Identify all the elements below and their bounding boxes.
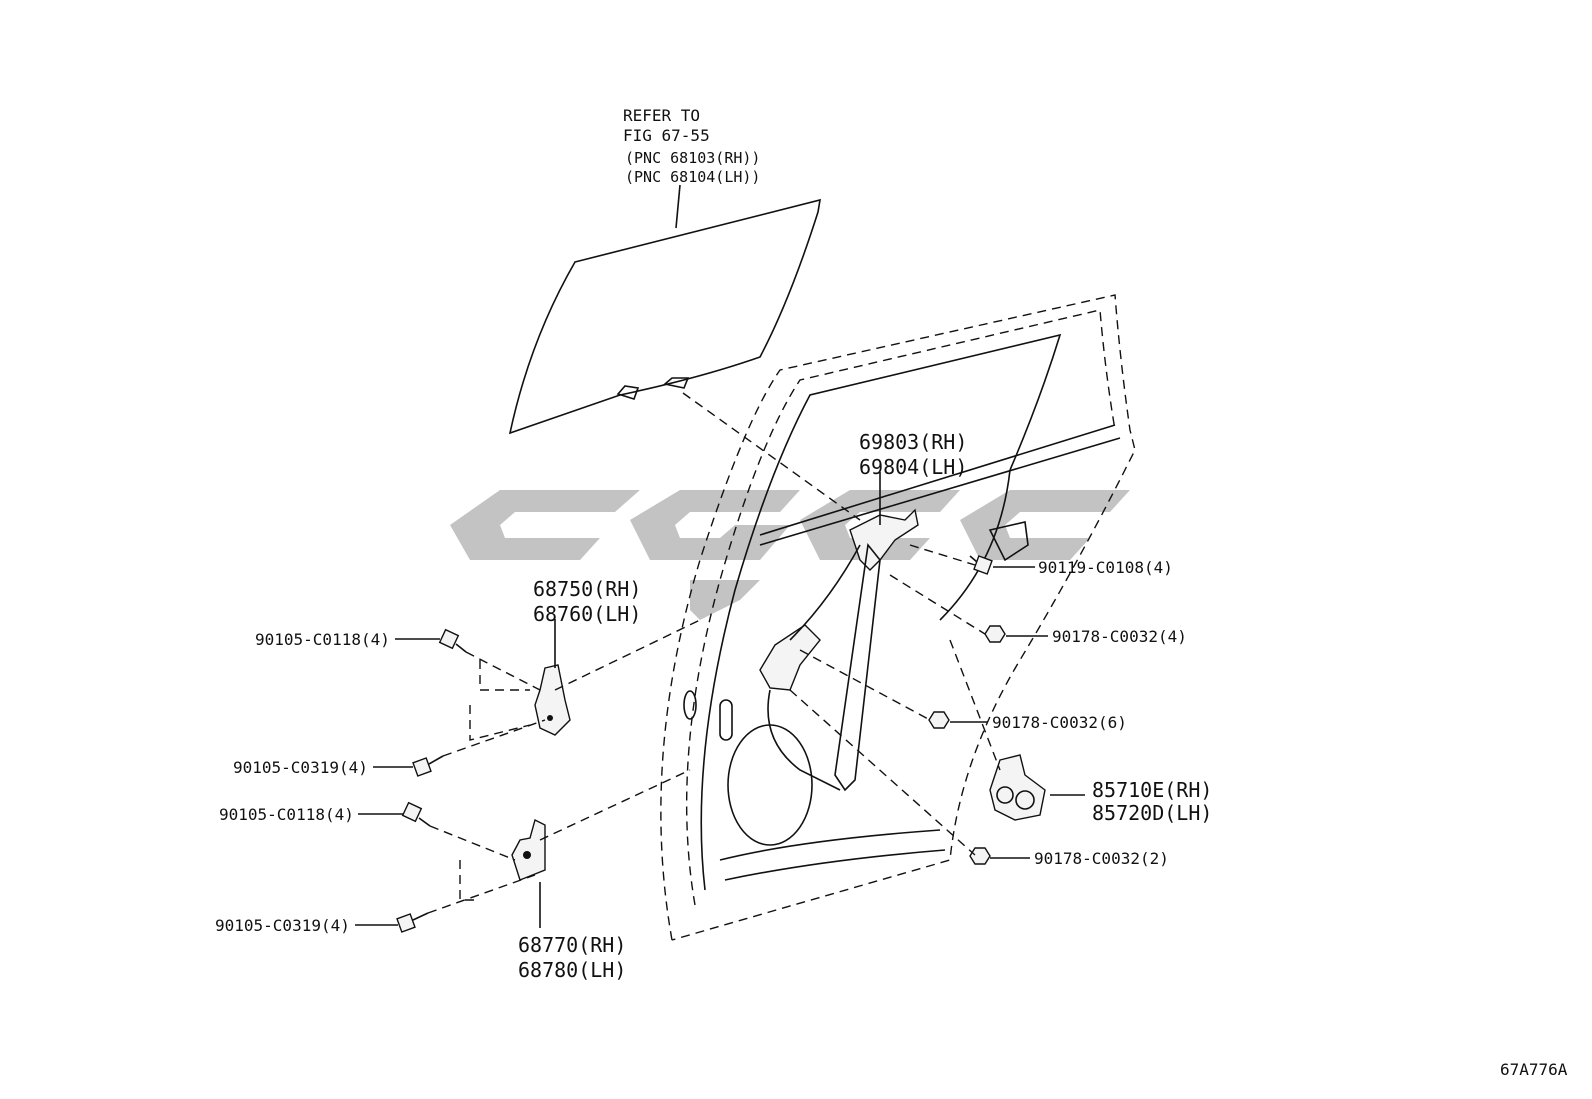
bolt-icon bbox=[401, 801, 431, 827]
refer-line-4: (PNC 68104(LH)) bbox=[625, 168, 760, 186]
callout-bolt-regulator: 90119-C0108(4) bbox=[1038, 558, 1173, 577]
window-regulator bbox=[759, 508, 919, 792]
callout-bolt-lower-hinge-top: 90105-C0118(4) bbox=[219, 805, 354, 824]
bolt-icon bbox=[438, 628, 467, 653]
callout-nut-middle: 90178-C0032(6) bbox=[992, 713, 1127, 732]
callout-bolt-upper-hinge-top: 90105-C0118(4) bbox=[255, 630, 390, 649]
callout-nut-upper: 90178-C0032(4) bbox=[1052, 627, 1187, 646]
callout-lower-hinge-rh: 68770(RH) bbox=[518, 933, 626, 957]
callout-upper-hinge-rh: 68750(RH) bbox=[533, 577, 641, 601]
upper-hinge bbox=[534, 664, 571, 736]
bolt-icon bbox=[396, 912, 429, 933]
lower-hinge bbox=[511, 818, 546, 881]
door-panel-outline bbox=[660, 294, 1136, 941]
nut-icon bbox=[928, 711, 950, 729]
callout-regulator-rh: 69803(RH) bbox=[859, 430, 967, 454]
callout-regulator-lh: 69804(LH) bbox=[859, 455, 967, 479]
door-glass bbox=[508, 198, 821, 435]
watermark-logo bbox=[450, 490, 1130, 620]
bolt-icon bbox=[412, 755, 444, 777]
figure-code: 67A776A bbox=[1500, 1060, 1568, 1079]
refer-line-1: REFER TO bbox=[623, 106, 700, 125]
callout-bolt-upper-hinge-bottom: 90105-C0319(4) bbox=[233, 758, 368, 777]
callout-bolt-lower-hinge-bottom: 90105-C0319(4) bbox=[215, 916, 350, 935]
callout-nut-lower: 90178-C0032(2) bbox=[1034, 849, 1169, 868]
nut-icon bbox=[984, 625, 1006, 643]
callout-motor-lh: 85720D(LH) bbox=[1092, 801, 1212, 825]
refer-line-2: FIG 67-55 bbox=[623, 126, 710, 145]
fasteners bbox=[396, 555, 1006, 933]
refer-note: REFER TO FIG 67-55 (PNC 68103(RH)) (PNC … bbox=[623, 106, 760, 186]
callout-lower-hinge-lh: 68780(LH) bbox=[518, 958, 626, 982]
bolt-icon bbox=[969, 555, 993, 575]
regulator-motor bbox=[989, 754, 1046, 821]
callout-upper-hinge-lh: 68760(LH) bbox=[533, 602, 641, 626]
callout-motor-rh: 85710E(RH) bbox=[1092, 778, 1212, 802]
refer-line-3: (PNC 68103(RH)) bbox=[625, 149, 760, 167]
leader-lines bbox=[355, 184, 1085, 928]
nut-icon bbox=[969, 847, 991, 865]
